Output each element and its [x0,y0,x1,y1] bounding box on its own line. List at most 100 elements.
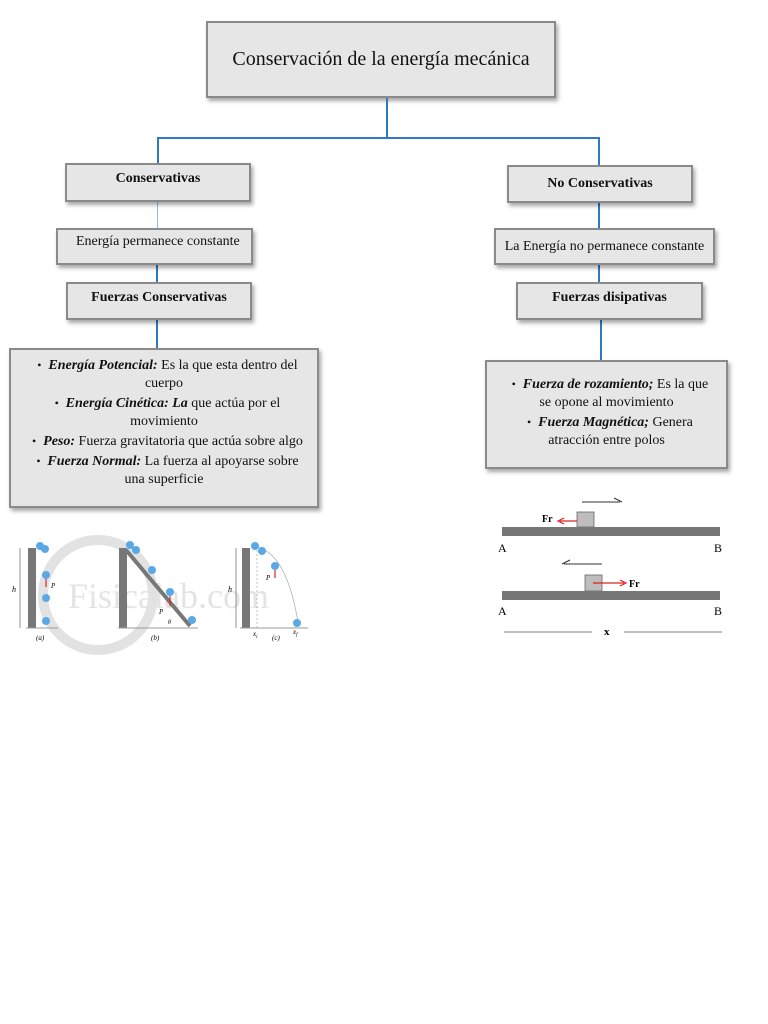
energia-no-constante-label: La Energía no permanece constante [504,238,705,254]
item-text: Es la que se opone al movimiento [539,377,709,410]
energia-constante-label: Energía permanece constante [76,234,240,249]
connector-right-3 [600,320,602,360]
friction-arrow-top-head [556,517,565,525]
connector-right-2 [598,265,600,282]
height-label-a: h [12,585,16,594]
item-term: Energía Cinética: La [65,396,188,411]
xi-letter: x [252,630,257,638]
ball [42,571,50,579]
ball [42,617,50,625]
fuerzas-conservativas-label: Fuerzas Conservativas [91,290,227,305]
ball [41,545,49,553]
friction-label-bottom: Fr [629,579,640,590]
no-conservativas-label: No Conservativas [547,176,653,191]
ball [258,547,266,555]
energy-figure: Fisicalab.com h P (a) P θ (b) h P xi x [12,535,308,655]
list-item: • Fuerza de rozamiento; Es la que se opon… [501,375,712,412]
point-b-bottom: B [714,604,722,618]
fuerzas-disipativas-label: Fuerzas disipativas [552,290,667,305]
ball [293,619,301,627]
cliff-a [28,548,36,628]
height-label-c: h [228,585,232,594]
point-b-top: B [714,541,722,555]
ball [132,546,140,554]
item-text: Genera atracción entre polos [548,415,693,448]
friction-label-top: Fr [542,514,553,525]
bullet-icon: • [527,415,532,429]
xi-label-c: xi [252,630,258,640]
xf-subscript: f [296,633,298,638]
ball [166,588,174,596]
item-text: Fuerza gravitatoria que actúa sobre algo [75,434,303,449]
list-item: • Fuerza Normal: La fuerza al apoyarse so… [25,452,303,489]
ball [148,566,156,574]
xi-subscript: i [256,635,258,640]
ball [251,542,259,550]
friction-figure: Fr A B Fr A B x [498,497,722,638]
title-box: Conservación de la energía mecánica [206,21,556,98]
connector-right-1 [598,203,600,228]
point-a-top: A [498,541,507,555]
item-term: Fuerza Magnética; [538,415,649,430]
bullet-icon: • [37,358,42,372]
fuerzas-disipativas-box: Fuerzas disipativas [516,282,703,320]
motion-arrow-left-head [561,559,571,565]
connector-left-1 [157,202,158,228]
ramp-b [124,548,192,628]
dissipative-forces-list: • Fuerza de rozamiento; Es la que se opon… [485,360,728,469]
page-title: Conservación de la energía mecánica [232,48,530,70]
watermark-text: Fisicalab.com [68,576,269,616]
force-label-c: P [265,574,271,582]
energia-no-constante-box: La Energía no permanece constante [494,228,715,265]
point-a-bottom: A [498,604,507,618]
list-item: • Peso: Fuerza gravitatoria que actúa sob… [25,432,303,451]
item-text: Es la que esta dentro del cuerpo [144,358,298,391]
ball [188,616,196,624]
ball [42,594,50,602]
caption-c: (c) [272,634,280,642]
fuerzas-conservativas-box: Fuerzas Conservativas [66,282,252,320]
ball [126,541,134,549]
bullet-icon: • [36,454,41,468]
item-term: Fuerza de rozamiento; [522,377,654,392]
balls-c [251,542,301,627]
balls-a [36,542,50,625]
no-conservativas-box: No Conservativas [507,165,693,203]
bullet-icon: • [54,396,59,410]
item-term: Peso: [43,434,76,449]
list-item: • Energía Potencial: Es la que esta dentr… [25,356,303,393]
distance-label: x [604,626,610,638]
list-item: • Energía Cinética: La que actúa por el m… [25,394,303,431]
block-top [576,511,595,528]
conservativas-box: Conservativas [65,163,251,202]
ball [271,562,279,570]
connector-left-2 [156,265,158,283]
xf-letter: x [292,628,297,636]
watermark-logo [38,535,158,655]
list-item: • Fuerza Magnética; Genera atracción entr… [501,413,712,450]
surface-bottom [502,591,720,600]
item-text: que actúa por el movimiento [130,396,281,429]
bullet-icon: • [32,434,37,448]
item-term: Fuerza Normal: [47,454,142,469]
connector-title-down [386,98,388,138]
cliff-b [119,548,127,628]
force-label-a: P [50,582,56,590]
energia-constante-box: Energía permanece constante [56,228,253,265]
conservative-forces-list: • Energía Potencial: Es la que esta dentr… [9,348,319,508]
item-term: Energía Potencial: [48,358,158,373]
cliff-c [242,548,250,628]
connector-right-down [598,137,600,165]
conservativas-label: Conservativas [115,171,201,186]
connector-left-down [157,137,159,163]
motion-arrow-right-head [613,497,623,503]
balls-b [126,541,196,624]
connector-left-3 [156,320,158,348]
surface-top [502,527,720,536]
item-text: La fuerza al apoyarse sobre una superfic… [124,454,299,487]
xf-label-c: xf [292,628,298,638]
connector-horizontal [157,137,600,139]
friction-arrow-bottom-head [619,579,628,587]
bullet-icon: • [511,377,516,391]
caption-a: (a) [36,634,45,642]
